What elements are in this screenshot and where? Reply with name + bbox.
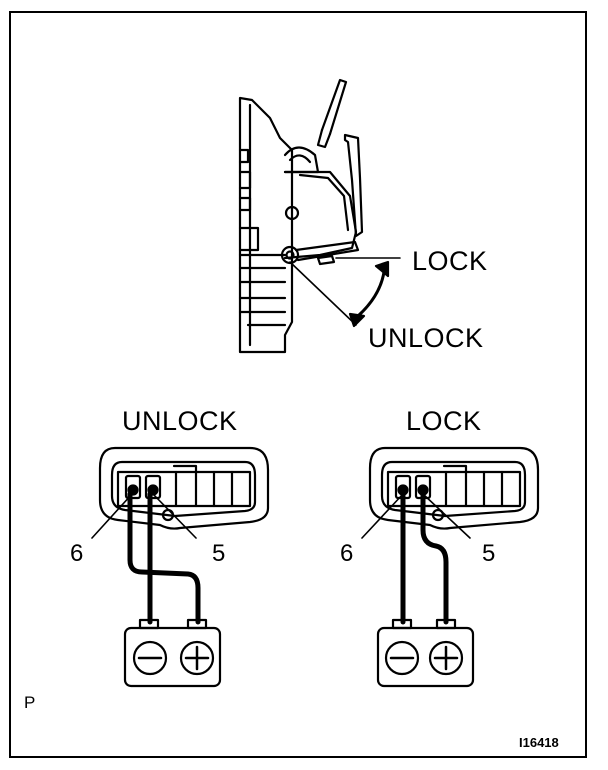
unlock-position-label: UNLOCK xyxy=(368,323,484,353)
connector-lock-title: LOCK xyxy=(406,406,482,436)
connector-lock-pin-6: 6 xyxy=(340,540,354,567)
door-lock-mechanism xyxy=(238,78,401,354)
connector-unlock xyxy=(91,446,270,688)
connector-unlock-pin-5: 5 xyxy=(212,540,226,567)
connector-lock-pin-5: 5 xyxy=(482,540,496,567)
corner-mark: P xyxy=(24,693,36,712)
lock-position-label: LOCK xyxy=(412,246,488,276)
figure-code: I16418 xyxy=(519,735,559,750)
connector-unlock-pin-6: 6 xyxy=(70,540,84,567)
diagram-frame xyxy=(9,11,587,758)
connector-unlock-title: UNLOCK xyxy=(122,406,238,436)
connector-lock xyxy=(361,446,540,688)
